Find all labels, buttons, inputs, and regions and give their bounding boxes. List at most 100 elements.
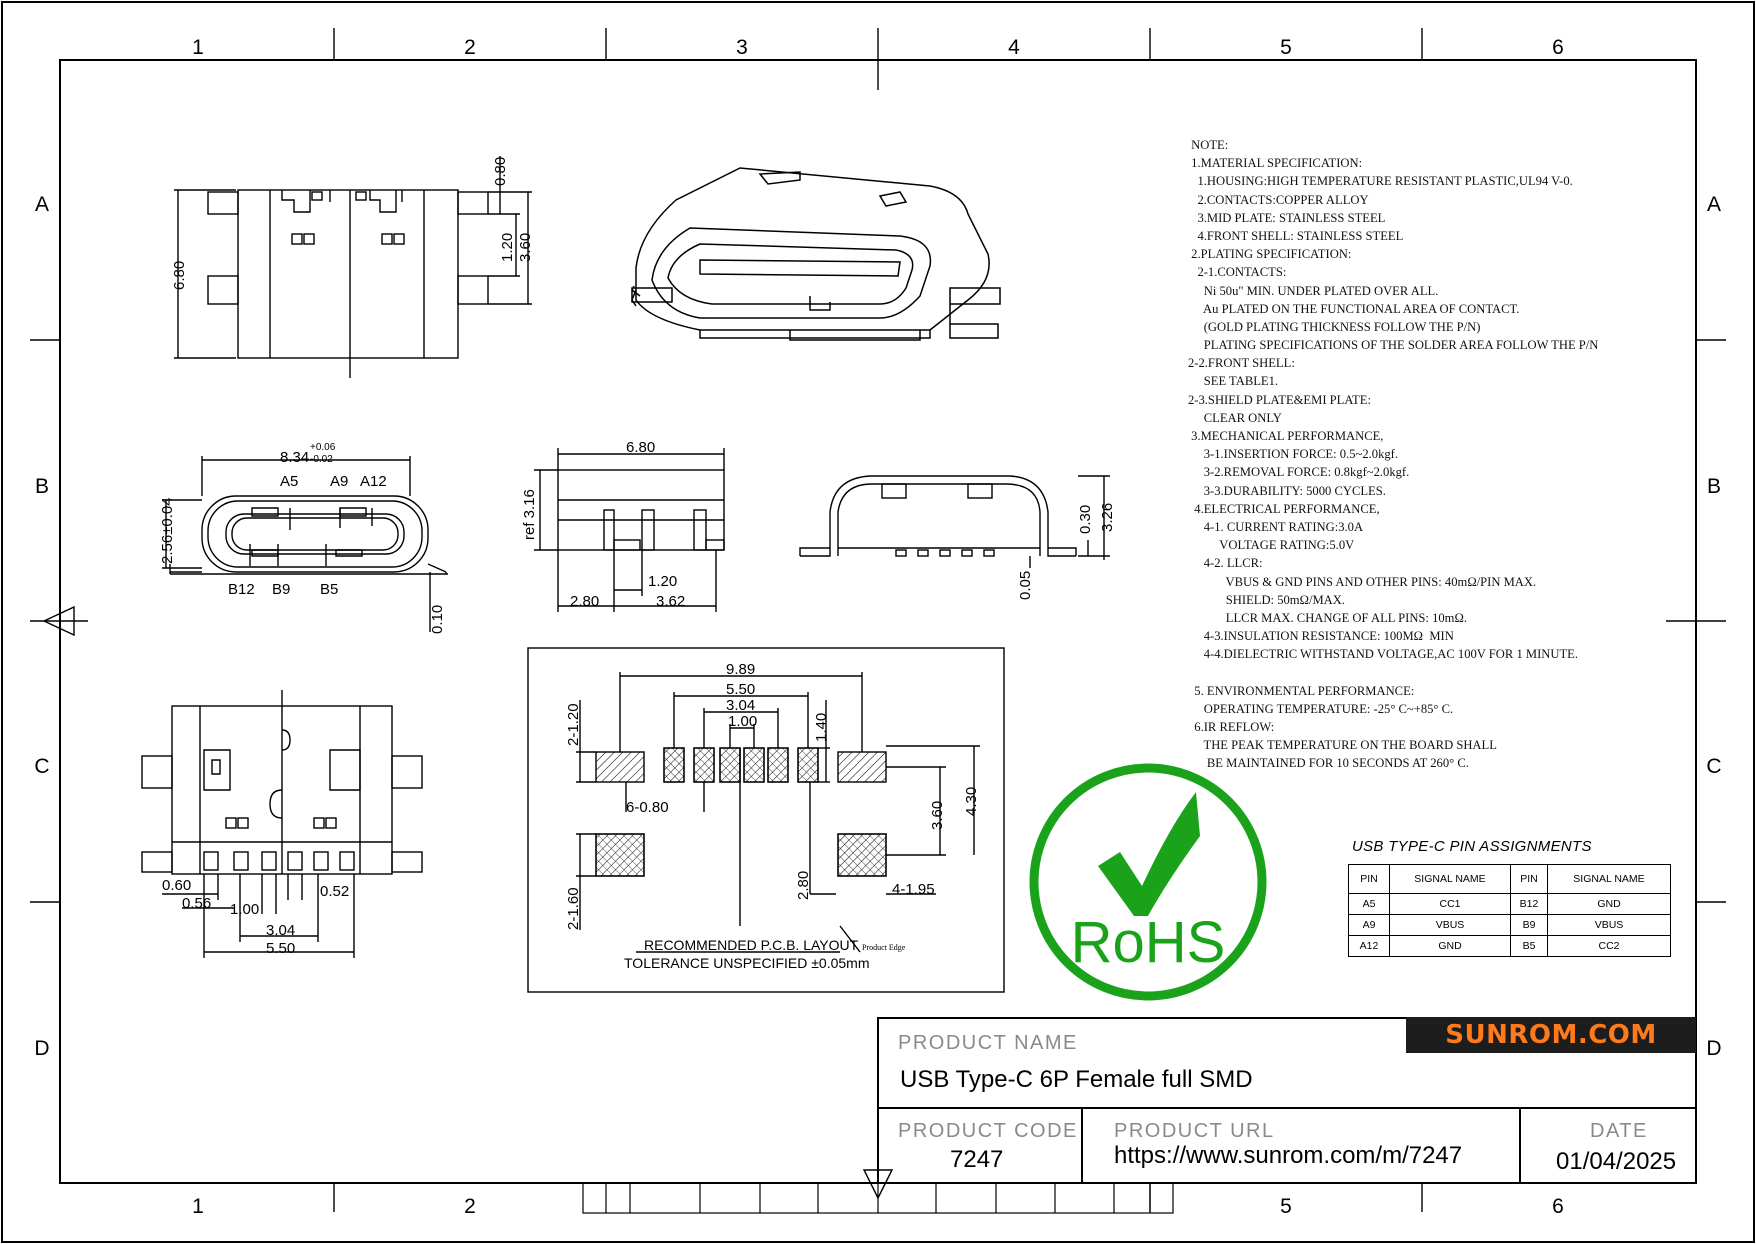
dim-label: ref 3.16 <box>521 489 538 540</box>
bottom-scale <box>582 1182 1174 1214</box>
note-line: 6.IR REFLOW: <box>1188 720 1275 734</box>
dim-label: 2.56±0.04 <box>159 497 176 564</box>
note-line: OPERATING TEMPERATURE: -25° C~+85° C. <box>1188 701 1454 716</box>
row-label: A <box>1707 193 1721 216</box>
pin-label: A9 <box>330 473 348 490</box>
note-line: LLCR MAX. CHANGE OF ALL PINS: 10mΩ. <box>1188 610 1467 625</box>
product-edge-label: Product Edge <box>862 943 906 952</box>
note-line: CLEAR ONLY <box>1188 410 1282 425</box>
dim-label: 0.05 <box>1017 571 1034 600</box>
row-label: A <box>35 193 49 216</box>
dim-label: 3.04 <box>726 697 755 714</box>
dim-label: 2-1.60 <box>565 887 582 930</box>
note-line: 3-2.REMOVAL FORCE: 0.8kgf~2.0kgf. <box>1188 465 1410 480</box>
note-line: 5. ENVIRONMENTAL PERFORMANCE: <box>1188 683 1415 698</box>
row-label: C <box>1706 755 1721 778</box>
dim-label: 6.80 <box>626 439 655 456</box>
dim-label: 0.60 <box>162 877 191 894</box>
rohs-text: RoHS <box>1071 910 1226 975</box>
table-cell: CC2 <box>1547 935 1671 957</box>
table-header: SIGNAL NAME <box>1389 864 1511 894</box>
note-line: 4-1. CURRENT RATING:3.0A <box>1188 519 1364 534</box>
row-label: D <box>1706 1037 1721 1060</box>
note-line: SEE TABLE1. <box>1188 374 1279 389</box>
dim-label: 1.20 <box>648 573 677 590</box>
dim-label: 2-1.20 <box>565 703 582 746</box>
check-icon <box>1098 792 1200 916</box>
pin-label: B5 <box>320 581 338 598</box>
col-label: 2 <box>464 1195 476 1218</box>
product-url-label: PRODUCT URL <box>1114 1120 1275 1142</box>
dim-label: +0.06 <box>310 442 336 453</box>
pin-label: A5 <box>280 473 298 490</box>
table-cell: A5 <box>1348 893 1390 915</box>
dim-label: 0.30 <box>1077 505 1094 534</box>
col-label: 5 <box>1280 36 1292 59</box>
dim-label: 4.30 <box>963 787 980 816</box>
table-row: A12 GND B5 CC2 <box>1348 935 1671 957</box>
pin-table-title: USB TYPE-C PIN ASSIGNMENTS <box>1352 838 1592 855</box>
note-line: THE PEAK TEMPERATURE ON THE BOARD SHALL <box>1188 738 1497 753</box>
front-view <box>162 456 448 632</box>
note-line: 4.ELECTRICAL PERFORMANCE, <box>1188 501 1380 516</box>
dim-label: 5.50 <box>726 681 755 698</box>
note-line: SHIELD: 50mΩ/MAX. <box>1188 592 1345 607</box>
col-label: 1 <box>192 36 204 59</box>
note-line: 4.FRONT SHELL: STAINLESS STEEL <box>1188 228 1404 243</box>
col-label: 5 <box>1280 1195 1292 1218</box>
table-header: SIGNAL NAME <box>1547 864 1671 894</box>
dim-label: 2.80 <box>795 871 812 900</box>
row-label: B <box>1707 475 1721 498</box>
note-line: 4-2. LLCR: <box>1188 556 1263 571</box>
date: 01/04/2025 <box>1556 1148 1677 1175</box>
note-line: 4-4.DIELECTRIC WITHSTAND VOLTAGE,AC 100V… <box>1188 647 1579 662</box>
table-row: A9 VBUS B9 VBUS <box>1348 914 1671 936</box>
table-cell: A9 <box>1348 914 1390 936</box>
center-mark-left <box>42 605 75 637</box>
pin-label: A12 <box>360 473 387 490</box>
table-header: PIN <box>1510 864 1548 894</box>
product-name-label: PRODUCT NAME <box>898 1032 1078 1054</box>
note-line: 1.MATERIAL SPECIFICATION: <box>1188 156 1363 171</box>
isometric-view <box>631 167 1001 341</box>
note-line: 4-3.INSULATION RESISTANCE: 100MΩ MIN <box>1188 629 1454 644</box>
note-line: 2-2.FRONT SHELL: <box>1188 356 1295 371</box>
table-cell: GND <box>1547 893 1671 915</box>
dim-label: 8.34 <box>280 449 309 466</box>
note-line: NOTE: <box>1188 138 1229 152</box>
note-line: Au PLATED ON THE FUNCTIONAL AREA OF CONT… <box>1188 301 1520 316</box>
pcb-layout <box>527 647 1005 993</box>
col-label: 3 <box>736 36 748 59</box>
side-view <box>534 448 725 612</box>
note-line: 3-3.DURABILITY: 5000 CYCLES. <box>1188 483 1386 498</box>
product-url[interactable]: https://www.sunrom.com/m/7247 <box>1114 1142 1463 1169</box>
dim-label: 2.80 <box>570 593 599 610</box>
table-cell: B9 <box>1510 914 1548 936</box>
table-row: A5 CC1 B12 GND <box>1348 893 1671 915</box>
col-label: 4 <box>1008 36 1020 59</box>
dim-label: 1.00 <box>230 901 259 918</box>
dim-label: 6-0.80 <box>626 799 669 816</box>
dim-label: 6.80 <box>171 261 188 290</box>
dim-label: 9.89 <box>726 661 755 678</box>
dim-label: 5.50 <box>266 940 295 957</box>
dim-label: 0.10 <box>429 605 446 634</box>
table-cell: CC1 <box>1389 893 1511 915</box>
dim-label: 3.26 <box>1099 503 1116 532</box>
note-line: VBUS & GND PINS AND OTHER PINS: 40mΩ/PIN… <box>1188 574 1537 589</box>
dim-label: 4-1.95 <box>892 881 935 898</box>
dim-label: 1.40 <box>813 713 830 742</box>
rear-view <box>799 475 1110 568</box>
dim-label: -0.02 <box>310 454 333 465</box>
col-label: 6 <box>1552 1195 1564 1218</box>
notes-block: NOTE: 1.MATERIAL SPECIFICATION: 1.HOUSIN… <box>1188 136 1728 773</box>
note-line: VOLTAGE RATING:5.0V <box>1188 538 1355 553</box>
note-line: 1.HOUSING:HIGH TEMPERATURE RESISTANT PLA… <box>1188 174 1573 189</box>
dim-label: 0.80 <box>492 157 509 186</box>
dim-label: 3.60 <box>929 801 946 830</box>
logo-text: SUNROM.COM <box>1445 1020 1657 1050</box>
table-cell: VBUS <box>1547 914 1671 936</box>
table-cell: B5 <box>1510 935 1548 957</box>
top-view <box>174 156 532 378</box>
pcb-title: RECOMMENDED P.C.B. LAYOUT <box>644 937 859 953</box>
